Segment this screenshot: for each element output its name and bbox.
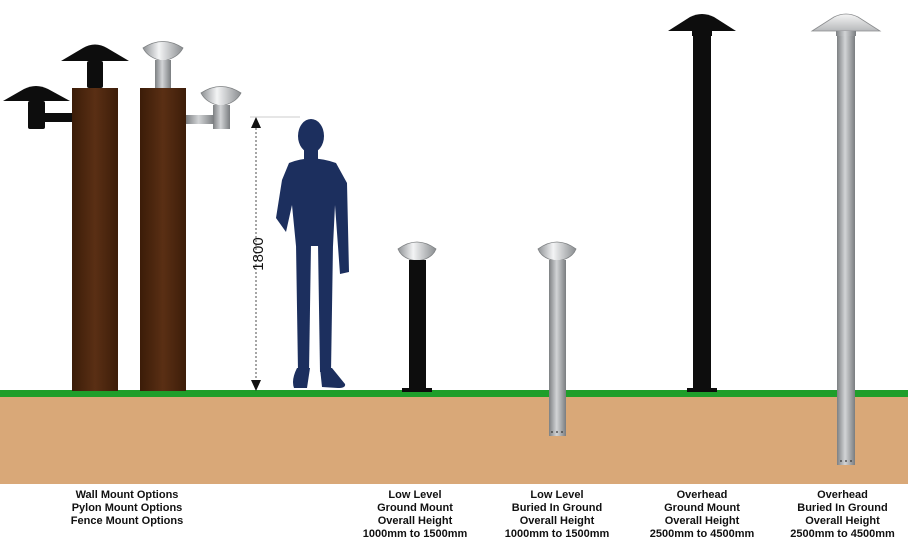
caption-line: Ground Mount [377,502,453,514]
caption-line: Overhead [676,489,728,501]
caption-line: Overall Height [664,515,740,527]
low-level-buried-light [537,241,577,436]
caption-low-level-ground-mount: Low Level Ground Mount Overall Height 10… [350,489,480,541]
caption-line: Ground Mount [664,502,740,514]
wall-mount-light [3,86,72,129]
caption-line: Overall Height [377,515,453,527]
caption-line: Low Level [530,489,584,501]
pylon-mount-light-black [61,44,129,88]
timber-pylon-2 [140,88,186,391]
caption-line: 1000mm to 1500mm [362,528,468,540]
ground-soil [0,396,908,484]
overhead-ground-mount-light [668,14,736,392]
caption-low-level-buried: Low Level Buried In Ground Overall Heigh… [492,489,622,541]
ground-grass-line [0,390,908,397]
caption-line: Overhead [817,489,868,501]
caption-overhead-buried: Overhead Buried In Ground Overall Height… [777,489,908,541]
person-silhouette [276,119,349,388]
caption-mount-options: Wall Mount Options Pylon Mount Options F… [57,489,197,528]
caption-line: Fence Mount Options [70,515,184,527]
caption-line: 2500mm to 4500mm [649,528,755,540]
overhead-buried-light [810,13,882,465]
height-dimension: 1800 [250,116,300,391]
caption-overhead-ground-mount: Overhead Ground Mount Overall Height 250… [637,489,767,541]
caption-line: Low Level [388,489,442,501]
timber-pylon-1 [72,88,118,391]
caption-line: Buried In Ground [797,502,888,514]
pylon-mount-light-silver [142,41,184,88]
caption-line: 1000mm to 1500mm [504,528,610,540]
caption-line: Overall Height [519,515,595,527]
caption-line: 2500mm to 4500mm [790,528,895,540]
caption-line: Pylon Mount Options [71,502,183,514]
caption-line: Overall Height [805,515,880,527]
low-level-ground-mount-light [397,241,437,392]
caption-line: Wall Mount Options [75,489,179,501]
caption-line: Buried In Ground [511,502,603,514]
dimension-label: 1800 [250,237,267,270]
fence-mount-light-silver [186,86,242,129]
